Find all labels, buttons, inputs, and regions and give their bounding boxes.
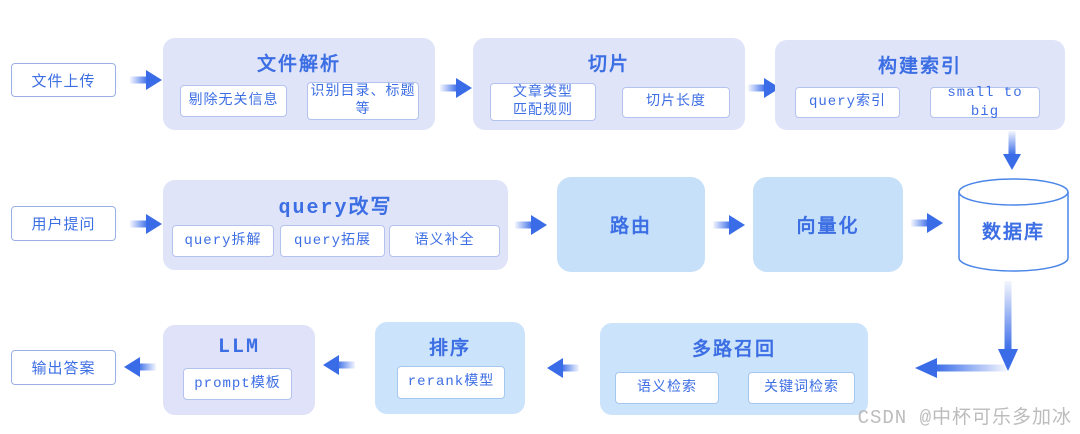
- stage-query-rewrite: query改写 query拆解 query拓展 语义补全: [163, 180, 508, 270]
- arrow-right-icon: [911, 213, 943, 238]
- arrow-right-icon: [440, 78, 472, 103]
- database-cylinder-icon: [958, 178, 1069, 272]
- stage-item-rerank-model: rerank模型: [397, 366, 505, 399]
- node-file-upload: 文件上传: [11, 63, 116, 97]
- stage-item-query-expand: query拓展: [280, 225, 385, 257]
- stage-slice: 切片 文章类型 匹配规则 切片长度: [473, 38, 745, 130]
- arrow-down-icon: [995, 281, 1021, 378]
- node-file-upload-label: 文件上传: [31, 73, 96, 91]
- arrow-right-icon: [713, 215, 745, 240]
- arrow-down-icon: [1001, 131, 1023, 176]
- node-vectorize-label: 向量化: [796, 216, 860, 238]
- node-routing-label: 路由: [609, 216, 652, 238]
- stage-item-semantic-search: 语义检索: [615, 372, 719, 404]
- stage-query-rewrite-title: query改写: [278, 197, 393, 220]
- node-output-answer: 输出答案: [11, 350, 116, 385]
- watermark-text: CSDN @中杯可乐多加冰: [857, 407, 1072, 429]
- stage-rank-title: 排序: [428, 338, 471, 360]
- node-user-question-label: 用户提问: [31, 217, 96, 234]
- arrow-left-icon: [547, 358, 579, 383]
- arrow-right-icon: [130, 70, 162, 95]
- node-database-label: 数据库: [981, 222, 1045, 244]
- arrow-right-icon: [515, 215, 547, 240]
- stage-build-index-title: 构建索引: [877, 56, 962, 78]
- stage-item-article-rules: 文章类型 匹配规则: [490, 83, 596, 121]
- arrow-left-icon: [323, 355, 355, 380]
- stage-build-index: 构建索引 query索引 small to big: [775, 40, 1065, 130]
- stage-slice-title: 切片: [587, 54, 630, 76]
- arrow-left-icon: [915, 356, 1007, 385]
- node-user-question: 用户提问: [11, 206, 116, 241]
- node-routing: 路由: [557, 177, 705, 272]
- stage-item-recognize-toc: 识别目录、标题 等: [307, 82, 419, 120]
- stage-item-small-to-big: small to big: [930, 85, 1040, 120]
- stage-item-query-index: query索引: [795, 87, 900, 118]
- stage-multi-recall: 多路召回 语义检索 关键词检索: [600, 323, 868, 415]
- stage-file-parse-title: 文件解析: [256, 54, 341, 76]
- stage-item-remove-irrelevant: 剔除无关信息: [180, 85, 287, 117]
- stage-file-parse: 文件解析 剔除无关信息 识别目录、标题 等: [163, 38, 435, 130]
- arrow-right-icon: [130, 214, 162, 239]
- stage-item-semantic-complete: 语义补全: [389, 225, 500, 257]
- arrow-right-icon: [748, 78, 780, 103]
- node-output-answer-label: 输出答案: [31, 361, 96, 378]
- stage-item-slice-length: 切片长度: [622, 87, 730, 118]
- arrow-left-icon: [124, 357, 156, 382]
- stage-item-prompt-template: prompt模板: [183, 368, 292, 400]
- stage-multi-recall-title: 多路召回: [691, 339, 776, 361]
- node-database: 数据库: [957, 177, 1070, 273]
- stage-rank: 排序 rerank模型: [375, 322, 525, 414]
- stage-item-keyword-search: 关键词检索: [748, 372, 855, 404]
- stage-llm: LLM prompt模板: [163, 325, 315, 415]
- stage-llm-title: LLM: [217, 336, 260, 359]
- stage-item-query-split: query拆解: [172, 225, 274, 257]
- node-vectorize: 向量化: [753, 177, 903, 272]
